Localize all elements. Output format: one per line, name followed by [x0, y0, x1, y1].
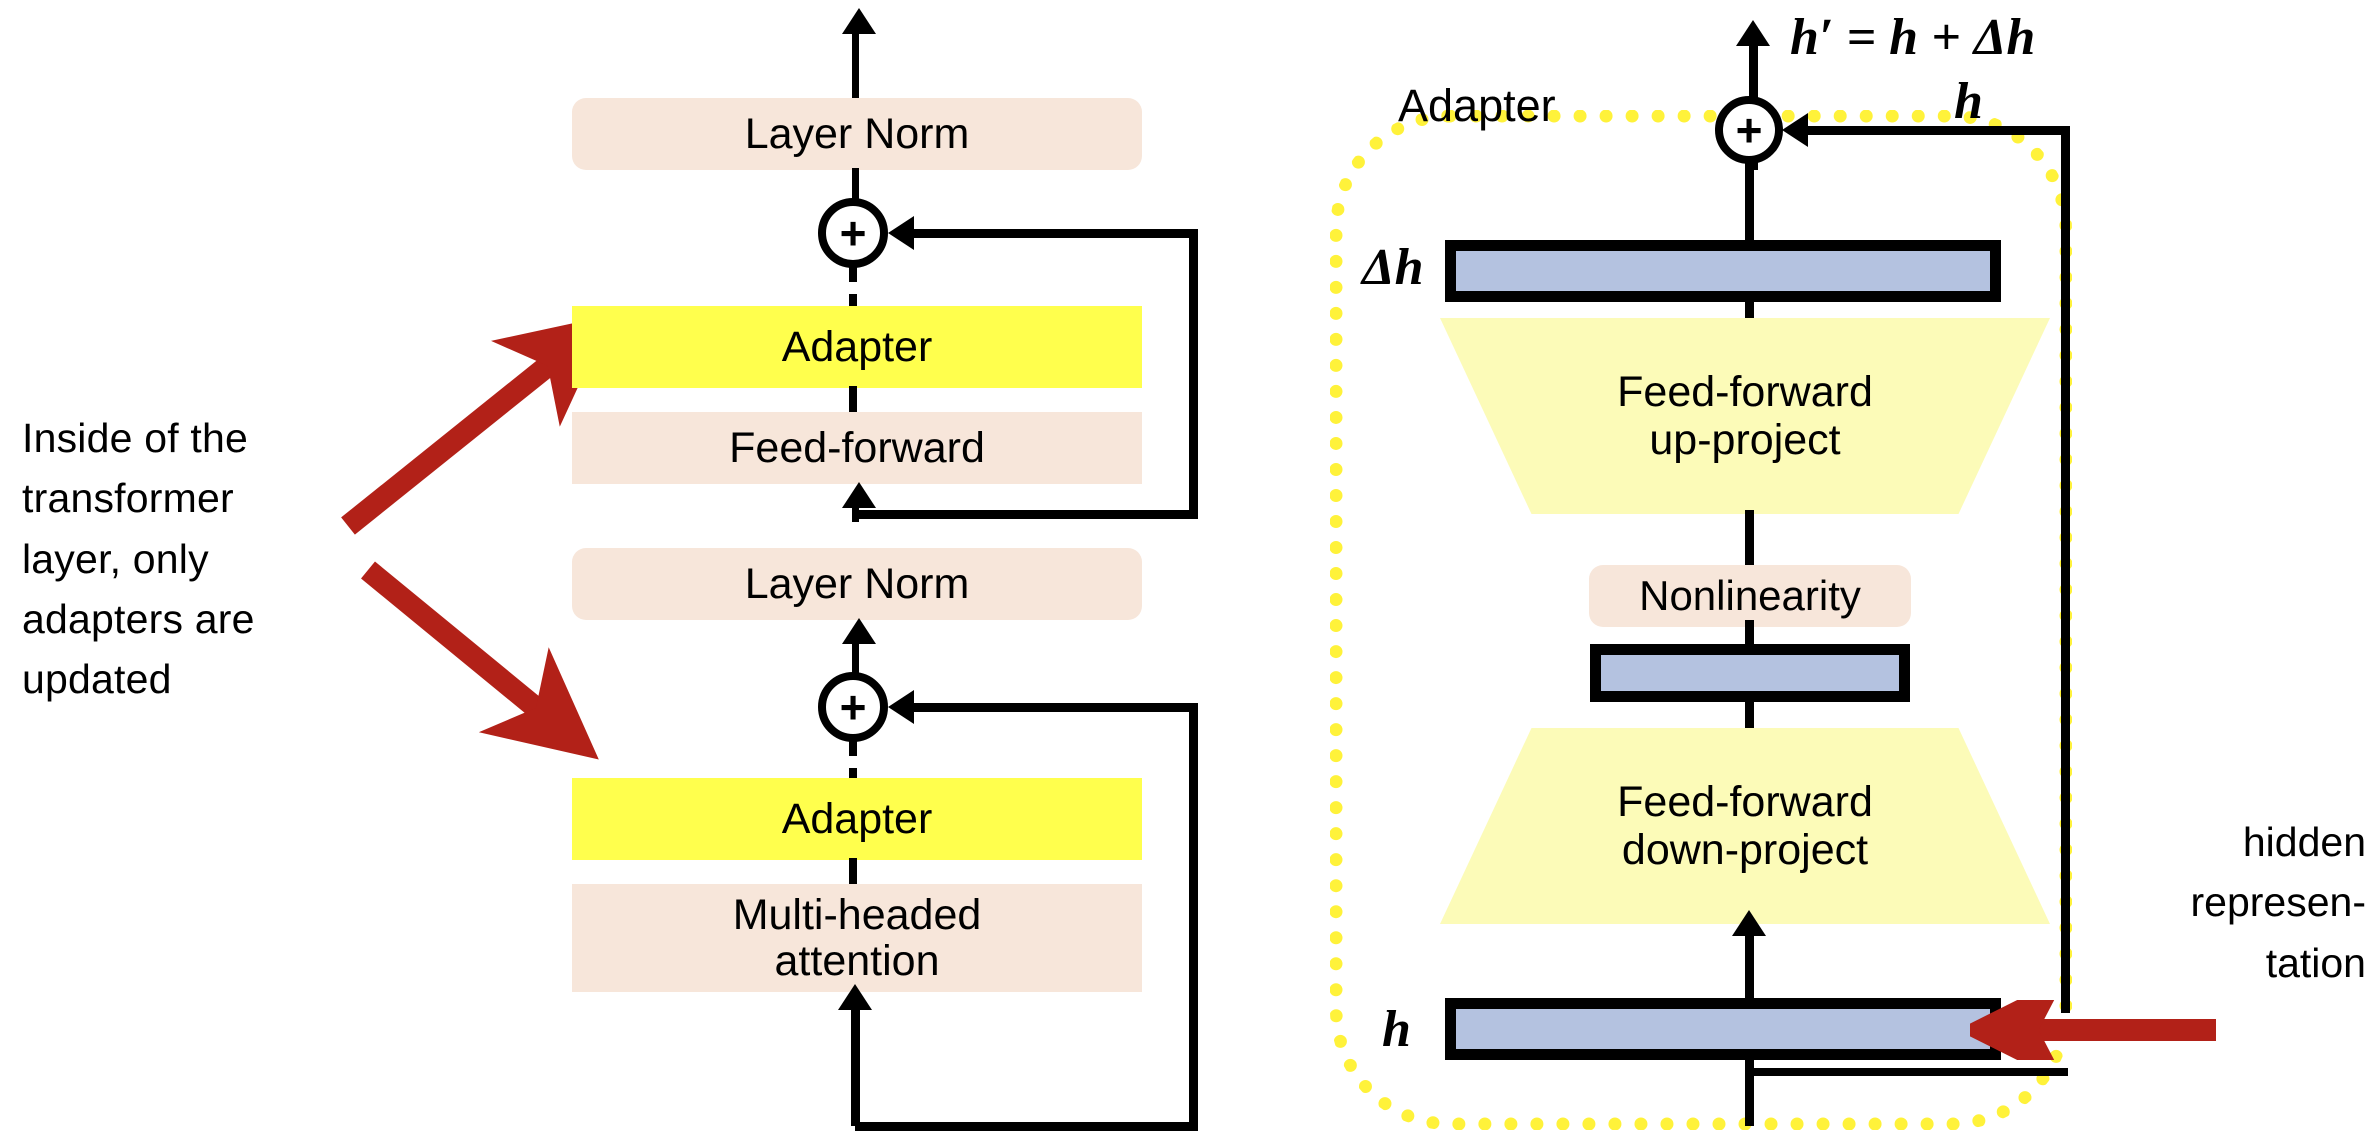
skip-wire-horizontal-top — [1805, 126, 2070, 135]
hidden-representation-label: hidden represen- tation — [2120, 812, 2366, 993]
connector-adapter-to-ff-top — [849, 386, 857, 418]
block-label-line-1: Feed-forward — [1617, 777, 1873, 826]
skip-arrowhead — [1782, 113, 1808, 147]
plus-symbol: + — [839, 681, 867, 733]
input-arrowhead-mha — [838, 984, 872, 1010]
connector-ln-top-to-add — [852, 168, 859, 202]
connector-nonlinearity-to-bar — [1745, 620, 1754, 654]
bottleneck-vector-bar — [1590, 644, 1910, 702]
block-layer-norm-top: Layer Norm — [572, 98, 1142, 170]
trapezoid-shape — [1440, 318, 2050, 514]
delta-h-label: Δh — [1362, 239, 1424, 296]
block-feed-forward-down-project: Feed-forward down-project — [1440, 728, 2050, 924]
block-nonlinearity: Nonlinearity — [1589, 565, 1911, 627]
plus-symbol: + — [839, 207, 867, 259]
connector-add-to-adapter-top — [849, 266, 857, 310]
block-label-line-1: Multi-headed — [732, 890, 982, 939]
arrowhead-h-bar-to-down-project — [1732, 910, 1766, 936]
red-arrow-to-bottom-adapter — [361, 561, 599, 760]
connector-add-to-adapter-bottom — [849, 740, 857, 784]
hidden-representation-line-2: represen- — [2190, 879, 2366, 926]
skip-wire-bottom-horizontal — [1748, 1068, 2068, 1076]
skip-wire-vertical — [2061, 126, 2070, 1013]
delta-h-vector-bar — [1445, 240, 2001, 302]
block-label-line-2: attention — [774, 937, 940, 985]
block-layer-norm-bottom: Layer Norm — [572, 548, 1142, 620]
block-label-line-2: up-project — [1649, 416, 1841, 464]
block-label: Feed-forward up-project — [1617, 368, 1873, 464]
input-line-ff — [852, 498, 859, 522]
plus-symbol: + — [1735, 104, 1763, 156]
red-arrow-to-top-adapter — [341, 314, 612, 535]
adapter-output-arrowhead — [1736, 20, 1770, 46]
block-label: Adapter — [781, 794, 933, 843]
block-label: Adapter — [781, 322, 933, 371]
connector-add-to-delta-bar — [1745, 162, 1754, 244]
block-label: Feed-forward down-project — [1617, 778, 1873, 874]
annotation-line-3: layer, only — [22, 535, 209, 582]
adapter-add-node: + — [1715, 96, 1783, 164]
input-line-mha — [851, 1000, 860, 1126]
block-label-line-1: Feed-forward — [1617, 367, 1873, 416]
add-node-top: + — [818, 198, 888, 268]
input-arrowhead-ff — [842, 482, 876, 508]
residual-wire-bottom-vertical — [1189, 703, 1198, 1131]
block-feed-forward: Feed-forward — [572, 412, 1142, 484]
block-adapter-bottom: Adapter — [572, 778, 1142, 860]
hidden-representation-line-1: hidden — [2242, 819, 2366, 865]
residual-arrowhead-bottom — [888, 690, 914, 724]
connector-bar-to-down-project — [1745, 700, 1754, 742]
input-h-label: h — [1382, 1001, 1411, 1058]
connector-h-bar-to-down-project — [1745, 928, 1754, 1048]
annotation-line-2: transformer — [22, 475, 234, 522]
red-arrow-hidden-representation — [1970, 1000, 2216, 1060]
block-adapter-top: Adapter — [572, 306, 1142, 388]
adapter-input-line-bottom — [1745, 1053, 1754, 1126]
residual-arrowhead-top — [888, 216, 914, 250]
trapezoid-shape — [1440, 728, 2050, 924]
annotation-text: Inside of the transformer layer, only ad… — [22, 408, 352, 709]
hidden-representation-line-3: tation — [2265, 939, 2366, 986]
block-label-line-2: down-project — [1621, 826, 1869, 874]
connector-up-project-to-nonlinearity — [1745, 510, 1754, 594]
add-node-bottom: + — [818, 672, 888, 742]
output-arrowhead-top — [842, 8, 876, 34]
residual-wire-top-bottom — [855, 510, 1195, 519]
connector-adapter-to-mha — [849, 858, 857, 890]
residual-wire-bottom-bottom — [855, 1122, 1195, 1131]
annotation-line-4: adapters are — [22, 595, 255, 642]
adapter-title: Adapter — [1398, 80, 1556, 131]
output-equation: h′ = h + Δh — [1790, 9, 2036, 66]
annotation-line-1: Inside of the — [22, 415, 248, 461]
arrowhead-add-to-ln-bottom — [842, 618, 876, 644]
block-label: Layer Norm — [744, 109, 970, 158]
connector-add-to-ln-bottom — [852, 640, 859, 678]
residual-wire-top-vertical — [1189, 229, 1198, 519]
output-line-top — [852, 22, 859, 100]
block-feed-forward-up-project: Feed-forward up-project — [1440, 318, 2050, 514]
residual-wire-bottom-horizontal — [912, 703, 1198, 712]
skip-label-h: h — [1954, 73, 1983, 130]
block-label: Layer Norm — [744, 559, 970, 608]
connector-delta-bar-to-up-project — [1745, 300, 1754, 334]
residual-wire-top-horizontal — [912, 229, 1198, 238]
input-h-vector-bar — [1445, 998, 2001, 1060]
block-label: Feed-forward — [729, 423, 985, 472]
block-label: Nonlinearity — [1639, 572, 1861, 620]
block-multi-headed-attention: Multi-headed attention — [572, 884, 1142, 992]
annotation-line-5: updated — [22, 656, 172, 703]
